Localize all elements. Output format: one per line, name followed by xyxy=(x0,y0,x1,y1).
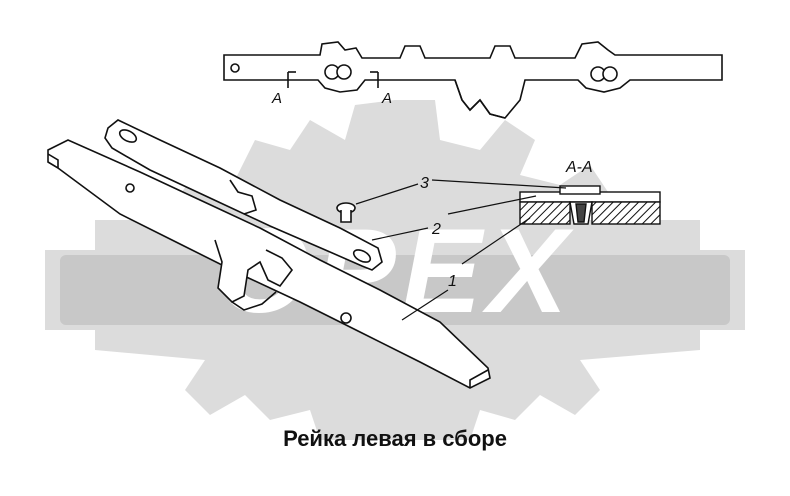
rail-strip-part-2 xyxy=(104,119,383,271)
rail-top-view xyxy=(223,41,723,119)
rail-bar-part-1 xyxy=(47,139,491,389)
callout-2: 2 xyxy=(431,221,441,238)
callout-1-section: 1 xyxy=(448,273,457,290)
diagram-caption: Рейка левая в сборе xyxy=(283,426,507,451)
callout-3: 3 xyxy=(420,175,429,192)
leader-lines xyxy=(355,179,567,321)
section-label: А-А xyxy=(565,159,593,176)
section-a-a xyxy=(519,185,661,225)
section-mark-right: А xyxy=(381,90,392,107)
section-mark-left: А xyxy=(271,90,282,107)
rivet-part-3 xyxy=(336,202,356,223)
